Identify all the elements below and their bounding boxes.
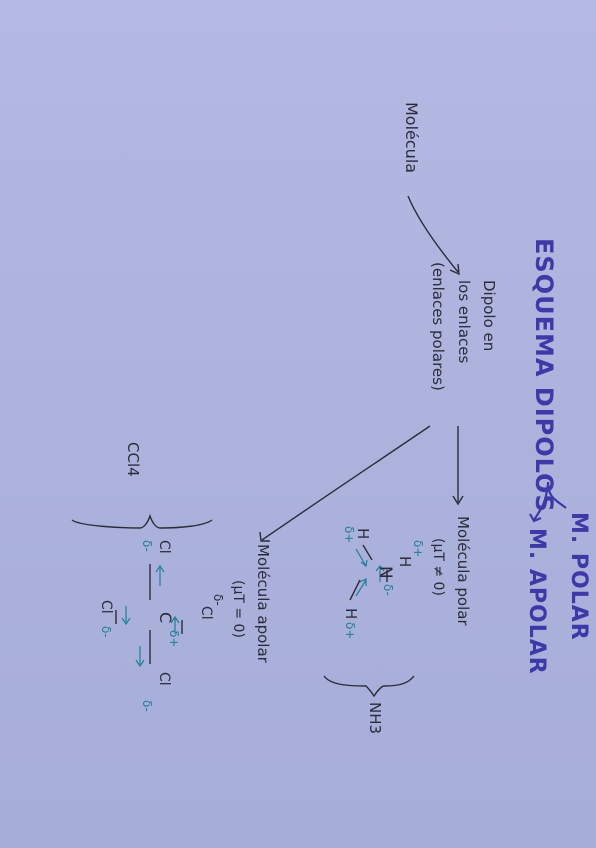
ccl4-dipole-top (170, 615, 180, 634)
ccl4-cl-right-charge: δ- (140, 700, 154, 712)
arrow-dipolo-polar-head (452, 495, 464, 506)
dipolo-group: Dipolo en los enlaces (enlaces polares) (429, 262, 498, 391)
title-apolar: M. APOLAR (524, 528, 549, 675)
polar-line2: (μT ≠ 0) (430, 538, 446, 596)
ccl4-cl-right: Cl (156, 672, 172, 686)
ccl4-cl-left-charge: δ- (140, 540, 154, 552)
title-fork (533, 481, 567, 521)
title-fork-arrow (529, 513, 542, 523)
dipolo-line2: los enlaces (455, 280, 473, 363)
ccl4-label: CCl4 (124, 442, 142, 477)
ccl4-dipole-left (155, 564, 165, 586)
nh3-dipole-left (355, 548, 368, 568)
nh3-h-left-charge: δ+ (342, 526, 356, 543)
arrow-root-dipolo (407, 195, 459, 273)
ccl4-c-charge: δ+ (167, 630, 181, 647)
ccl4-dipole-right (135, 646, 145, 668)
nh3-dipole-top (375, 565, 385, 582)
ccl4-cl-top: Cl (198, 606, 214, 620)
apolar-branch: Molécula apolar (μT = 0) δ- Cl δ+ Cl δ- … (71, 442, 272, 712)
arrow-root-dipolo-head (449, 263, 460, 276)
nh3-h-left: H (354, 528, 372, 539)
title-polar: M. POLAR (566, 512, 591, 641)
nh3-h-top-charge: δ+ (411, 540, 425, 557)
nh3-n-charge: δ- (381, 584, 395, 596)
nh3-label: NH3 (366, 702, 384, 734)
ccl4-cl-left: Cl (156, 540, 172, 554)
dipolo-line3: (enlaces polares) (429, 262, 447, 391)
nh3-h-right-charge: δ+ (343, 622, 357, 639)
nh3-n: N (375, 566, 395, 579)
ccl4-c: C (156, 612, 175, 623)
ccl4-cl-bottom-charge: δ- (99, 626, 113, 638)
ccl4-dipole-bottom (121, 606, 131, 626)
nh3-dipole-right (355, 578, 367, 597)
nh3-h-top: H (396, 556, 414, 567)
apolar-line1: Molécula apolar (254, 544, 272, 664)
apolar-line2: (μT = 0) (230, 580, 246, 638)
title-main: ESQUEMA DIPOLOS (530, 238, 558, 513)
title-group: ESQUEMA DIPOLOS M. POLAR M. APOLAR (524, 238, 591, 675)
nh3-brace (323, 675, 415, 698)
ccl4-cl-bottom: Cl (98, 600, 114, 614)
root-label: Molécula (402, 102, 421, 173)
nh3-bond-left (362, 544, 373, 561)
nh3-bond-right (349, 579, 361, 601)
polar-line1: Molécula polar (454, 516, 472, 626)
nh3-h-right: H (342, 608, 360, 619)
polar-branch: Molécula polar (μT ≠ 0) δ+ H δ- H δ+ N H… (323, 516, 472, 734)
arrow-dipolo-apolar-head (259, 531, 270, 542)
ccl4-brace (71, 513, 213, 529)
arrow-dipolo-apolar (261, 425, 431, 541)
dipolo-line1: Dipolo en (480, 280, 498, 351)
ccl4-cl-top-charge: δ- (211, 594, 225, 606)
